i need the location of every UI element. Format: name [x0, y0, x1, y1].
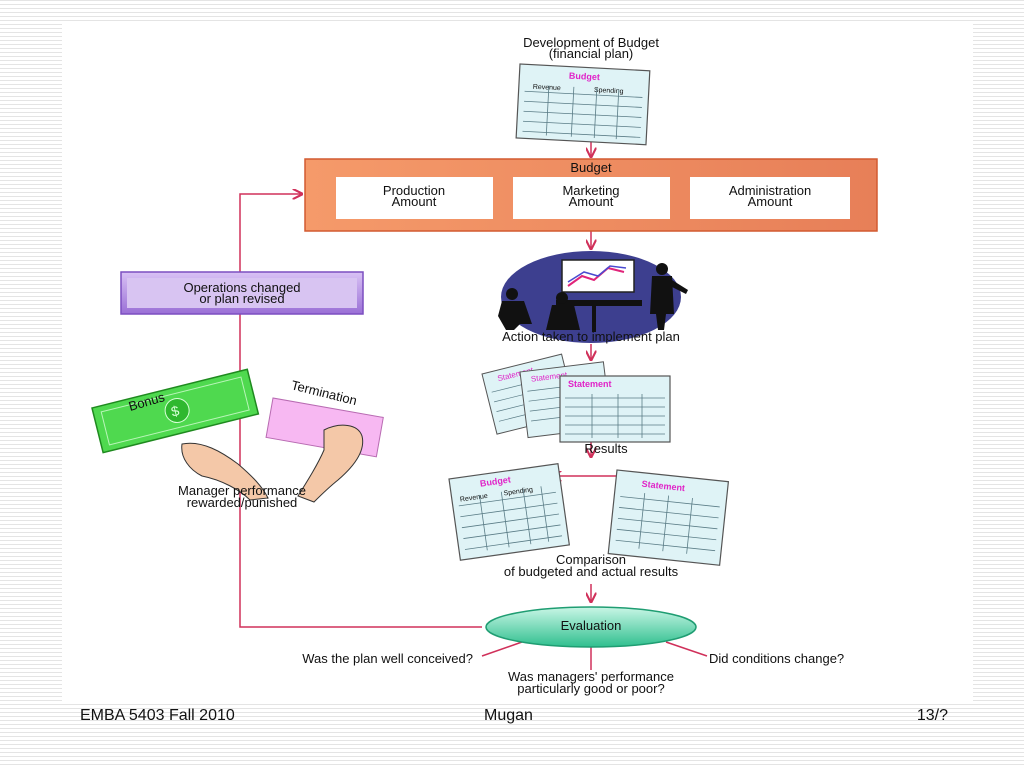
svg-text:Marketing: Marketing — [562, 183, 619, 198]
budget-sheet-top: Budget Revenue Spending — [515, 63, 651, 146]
presentation-meeting-icon — [498, 251, 688, 343]
svg-text:Production: Production — [383, 183, 445, 198]
statement-title: Statement — [568, 379, 612, 389]
svg-text:Amount: Amount — [569, 194, 614, 209]
budget-sheet-col2: Spending — [594, 87, 624, 96]
svg-text:$: $ — [169, 402, 181, 419]
question-right: Did conditions change? — [709, 651, 844, 666]
question-bottom-line1: Was managers' performance — [508, 669, 674, 684]
footer-author: Mugan — [484, 707, 533, 724]
budget-box: Budget Production Amount Marketing Amoun… — [304, 158, 878, 232]
evaluation-ellipse: Evaluation — [485, 606, 697, 648]
svg-text:Budget: Budget — [479, 474, 511, 488]
svg-text:Revenue: Revenue — [460, 493, 489, 504]
comparison-statement-sheet: Statement — [607, 469, 730, 566]
hands-with-cards-icon: $ — [91, 368, 384, 503]
comparison-line2: of budgeted and actual results — [504, 564, 679, 579]
budget-sheet-title: Budget — [569, 71, 600, 83]
question-bottom-line2: particularly good or poor? — [517, 681, 664, 696]
results-label: Results — [584, 441, 628, 456]
svg-text:Amount: Amount — [748, 194, 793, 209]
budget-cell-marketing: Marketing Amount — [513, 177, 670, 219]
svg-text:Spending: Spending — [503, 486, 533, 497]
budget-cell-administration: Administration Amount — [690, 177, 850, 219]
evaluation-label: Evaluation — [561, 618, 622, 633]
svg-text:Statement: Statement — [641, 479, 685, 493]
manager-line2: rewarded/punished — [187, 495, 298, 510]
budget-sheet-col1: Revenue — [533, 84, 561, 92]
svg-text:Amount: Amount — [392, 194, 437, 209]
results-statements: Statement Statement Statement — [481, 353, 671, 443]
statement-front: Statement — [559, 375, 671, 443]
footer-course: EMBA 5403 Fall 2010 — [80, 707, 235, 724]
manager-line1: Manager performance — [178, 483, 306, 498]
action-label: Action taken to implement plan — [502, 329, 680, 344]
operations-line2: or plan revised — [199, 291, 284, 306]
question-left: Was the plan well conceived? — [302, 651, 473, 666]
budget-box-title: Budget — [570, 160, 612, 175]
footer-page-number: 13/? — [916, 707, 948, 724]
operations-box: Operations changed or plan revised — [120, 271, 364, 315]
comparison-line1: Comparison — [556, 552, 626, 567]
slide: Development of Budget (financial plan) B… — [62, 24, 973, 704]
operations-line1: Operations changed — [183, 280, 300, 295]
top-title-line1: Development of Budget — [523, 35, 659, 50]
comparison-budget-sheet: Budget Revenue Spending — [448, 463, 571, 561]
svg-text:Administration: Administration — [729, 183, 811, 198]
budget-process-diagram: Development of Budget (financial plan) B… — [91, 35, 878, 696]
top-title-line2: (financial plan) — [549, 46, 634, 61]
budget-cell-production: Production Amount — [336, 177, 493, 219]
